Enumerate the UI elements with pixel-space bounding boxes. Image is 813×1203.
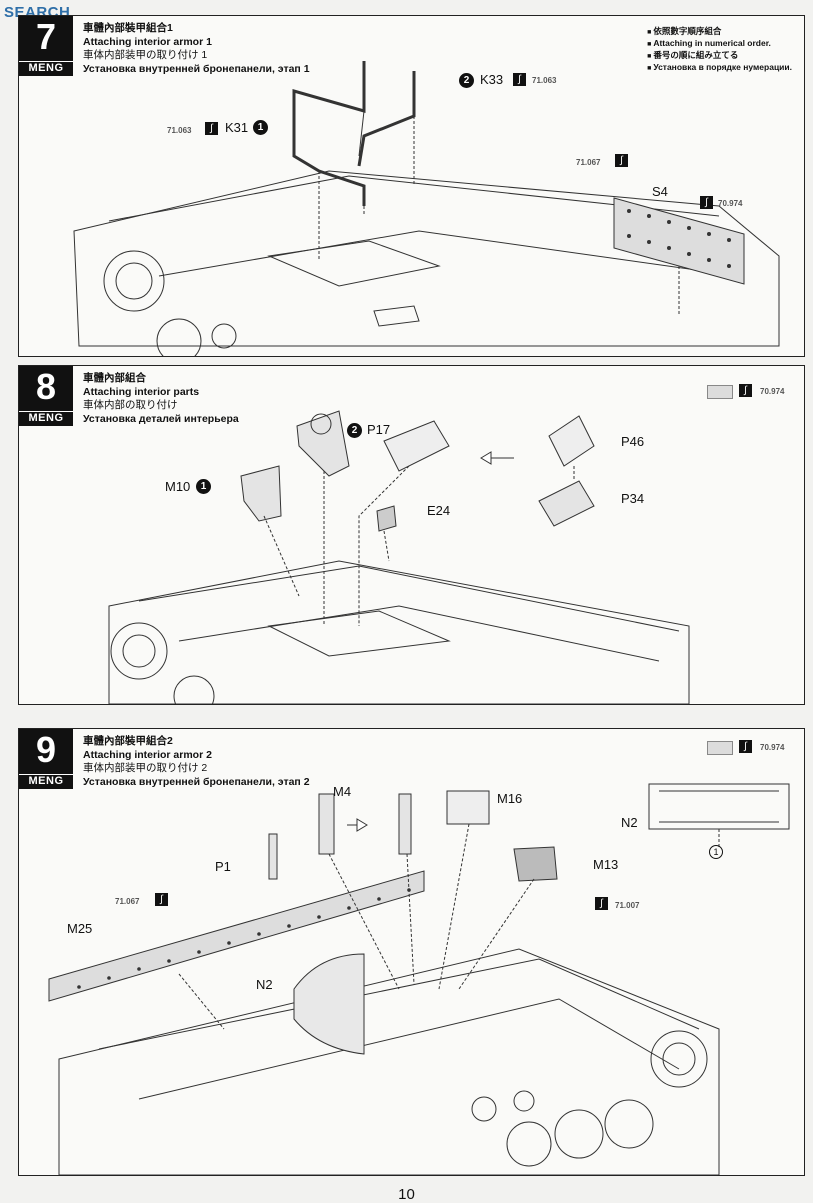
title-zh: 車體內部裝甲組合2 [83, 735, 173, 747]
paint-code: 70.974 [760, 387, 785, 396]
brush-icon: ∫ [513, 73, 526, 86]
part-label: E24 [427, 503, 451, 518]
paint-code: 71.063 [167, 126, 192, 135]
step-badge: 9 MENG [19, 729, 73, 789]
paint-code: 71.007 [615, 901, 640, 910]
title-jp: 車体内部の取り付け [83, 399, 178, 411]
brush-icon: ∫ [205, 122, 218, 135]
title-zh: 車體內部裝甲組合1 [83, 22, 173, 34]
order-notice: 依照數字順序組合 Attaching in numerical order. 番… [647, 26, 792, 74]
sub-ref-number: 1 [709, 845, 723, 859]
part-label: S4 [652, 184, 668, 199]
step-8-panel: 8 MENG 車體內部組合 Attaching interior parts 車… [18, 365, 805, 705]
part-label: P17 [367, 422, 391, 437]
title-jp: 車体内部装甲の取り付け 2 [83, 762, 208, 774]
title-ru: Установка внутренней бронепанели, этап 1 [83, 62, 310, 75]
paint-code: 70.974 [718, 199, 743, 208]
hull-drawing [108, 410, 690, 704]
brush-icon: ∫ [739, 740, 752, 753]
title-zh: 車體內部組合 [83, 372, 146, 384]
order-number: 2 [347, 423, 362, 438]
paint-code: 70.974 [760, 743, 785, 752]
paint-code: 71.067 [115, 897, 140, 906]
arrow-icon [356, 818, 368, 832]
paint-code: 71.063 [532, 76, 557, 85]
brand-logo: MENG [19, 774, 73, 787]
title-ru: Установка внутренней бронепанели, этап 2 [83, 775, 310, 788]
notice-en: Attaching in numerical order. [647, 38, 792, 50]
step-titles: 車體內部裝甲組合2 Attaching interior armor 2 車体内… [83, 735, 310, 789]
step-number: 7 [35, 16, 57, 57]
notice-zh: 依照數字順序組合 [647, 26, 792, 38]
part-label: N2 [256, 977, 273, 992]
hull-drawing [48, 783, 790, 1175]
brush-icon: ∫ [155, 893, 168, 906]
part-label: M13 [593, 857, 619, 872]
step-7-panel: 7 MENG 車體內部裝甲組合1 Attaching interior armo… [18, 15, 805, 357]
order-number: 1 [253, 120, 268, 135]
step-titles: 車體內部裝甲組合1 Attaching interior armor 1 車体内… [83, 22, 310, 76]
step-9-panel: 9 MENG 車體內部裝甲組合2 Attaching interior armo… [18, 728, 805, 1176]
brush-icon: ∫ [700, 196, 713, 209]
paint-code: 71.067 [576, 158, 601, 167]
title-en: Attaching interior armor 1 [83, 35, 212, 48]
notice-ru: Установка в порядке нумерации. [647, 62, 792, 74]
brush-icon: ∫ [739, 384, 752, 397]
step-number: 9 [35, 729, 57, 770]
brush-icon: ∫ [615, 154, 628, 167]
step-badge: 8 MENG [19, 366, 73, 426]
title-ru: Установка деталей интерьера [83, 412, 239, 425]
order-number: 1 [196, 479, 211, 494]
brush-icon: ∫ [595, 897, 608, 910]
step-badge: 7 MENG [19, 16, 73, 76]
step-titles: 車體內部組合 Attaching interior parts 車体内部の取り付… [83, 372, 239, 426]
part-label: M4 [333, 784, 352, 799]
part-label: P46 [621, 434, 645, 449]
title-jp: 車体内部装甲の取り付け 1 [83, 49, 208, 61]
part-label: P1 [215, 859, 231, 874]
arrow-icon [480, 451, 492, 465]
paint-swatch [707, 741, 733, 755]
part-label: K33 [480, 72, 504, 87]
part-label: N2 [621, 815, 638, 830]
hull-drawing [73, 61, 780, 356]
title-en: Attaching interior parts [83, 385, 200, 398]
part-label: K31 [225, 120, 249, 135]
part-label: M10 [165, 479, 191, 494]
notice-jp: 番号の順に組み立てる [647, 50, 792, 62]
part-label: M16 [497, 791, 523, 806]
step-number: 8 [35, 366, 57, 407]
order-number: 2 [459, 73, 474, 88]
part-label: M25 [67, 921, 93, 936]
paint-swatch [707, 385, 733, 399]
part-label: P34 [621, 491, 645, 506]
page-number: 10 [398, 1186, 415, 1203]
brand-logo: MENG [19, 61, 73, 74]
title-en: Attaching interior armor 2 [83, 748, 212, 761]
brand-logo: MENG [19, 411, 73, 424]
